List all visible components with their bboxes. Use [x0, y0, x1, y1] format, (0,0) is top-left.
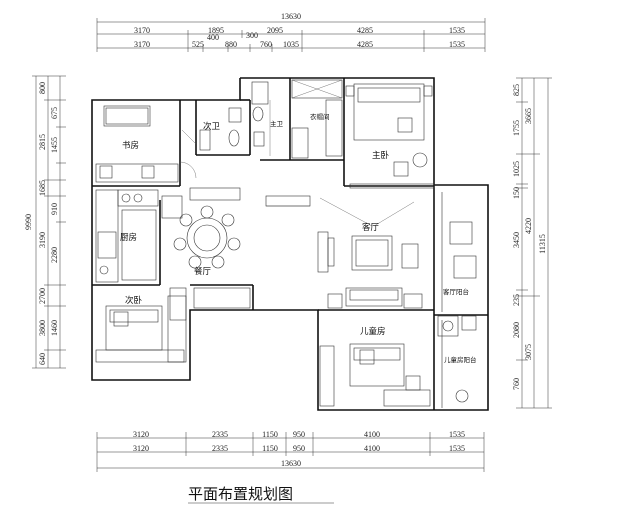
- dim-right-3: 1025: [512, 161, 521, 177]
- dim-bottom2-4: 950: [293, 444, 305, 453]
- label-second-bath: 次卫: [203, 121, 221, 132]
- dim-right-outer-3: 3075: [524, 344, 533, 360]
- dim-right-8: 760: [512, 378, 521, 390]
- dim-left-inner-1: 675: [50, 107, 59, 119]
- dim-left-inner-3: 910: [50, 203, 59, 215]
- kitchen: [95, 189, 183, 283]
- dim-left-7: 640: [38, 353, 47, 365]
- study: [95, 105, 197, 183]
- dim-bottom2-1: 3120: [133, 444, 149, 453]
- dim-top2-2: 525: [192, 40, 204, 49]
- dim-left-3: 1685: [38, 180, 47, 196]
- dim-bottom-2: 2335: [212, 430, 228, 439]
- living-room: [265, 195, 423, 309]
- dim-bottom-5: 4100: [364, 430, 380, 439]
- dim-bottom2-2: 2335: [212, 444, 228, 453]
- dim-right-overall: 11315: [538, 234, 547, 254]
- dim-bottom-3: 1150: [262, 430, 278, 439]
- dim-left-overall: 9990: [24, 214, 33, 230]
- dim-top2-3: 880: [225, 40, 237, 49]
- dim-bottom-6: 1535: [449, 430, 465, 439]
- label-study: 书房: [122, 140, 139, 151]
- dim-top2-7: 1535: [449, 40, 465, 49]
- dim-right-4: 150: [512, 187, 521, 199]
- top-dimensions: 13630 3170 1895 2095 4285 1535 400 300 3…: [96, 12, 486, 52]
- dim-top-3: 2095: [267, 26, 283, 35]
- dim-top-4: 4285: [357, 26, 373, 35]
- label-closet: 衣帽间: [310, 112, 330, 121]
- dim-right-6: 235: [512, 294, 521, 306]
- label-kitchen: 厨房: [120, 232, 137, 243]
- dim-top2-4: 760: [260, 40, 272, 49]
- label-kids-balcony: 儿童房阳台: [444, 355, 477, 364]
- label-dining: 餐厅: [194, 267, 212, 277]
- dim-bottom2-6: 1535: [449, 444, 465, 453]
- dim-left-inner-5: 1460: [50, 320, 59, 336]
- bottom-dimensions: 3120 2335 1150 950 4100 1535 3120 2335 1…: [96, 430, 485, 472]
- kids-room: [319, 343, 431, 407]
- dim-bottom-1: 3120: [133, 430, 149, 439]
- second-bathroom: [181, 107, 242, 151]
- label-master-bath: 主卫: [270, 119, 284, 128]
- right-dimensions: 825 1755 1025 150 3450 235 2080 760 3665…: [512, 77, 552, 409]
- dim-left-6: 3800: [38, 320, 47, 336]
- living-balcony: [437, 192, 477, 337]
- label-living: 客厅: [362, 222, 380, 233]
- interior-walls: [92, 78, 488, 316]
- dim-top-5: 1535: [449, 26, 465, 35]
- dim-top-2: 1895: [208, 26, 224, 35]
- dim-left-inner-2: 1455: [50, 137, 59, 153]
- dim-top2-1: 3170: [134, 40, 150, 49]
- label-living-balcony: 客厅阳台: [443, 287, 469, 296]
- label-kids-room: 儿童房: [360, 326, 386, 337]
- label-second-bed: 次卧: [125, 295, 143, 306]
- dim-top-extra-2: 300: [246, 31, 258, 40]
- dim-left-2: 2815: [38, 134, 47, 150]
- dim-top-1: 3170: [134, 26, 150, 35]
- dim-top-overall: 13630: [281, 12, 301, 21]
- second-bedroom: [95, 295, 187, 363]
- master-bedroom: [345, 83, 435, 189]
- left-dimensions: 9990 800 2815 1685 3190 2700 3800 640 67…: [24, 75, 66, 369]
- dim-top2-6: 4285: [357, 40, 373, 49]
- kids-balcony: [441, 320, 469, 408]
- dim-right-2: 1755: [512, 120, 521, 136]
- master-bathroom: [251, 81, 271, 156]
- dim-right-outer-2: 4220: [524, 218, 533, 234]
- label-master-bed: 主卧: [372, 150, 390, 161]
- room-labels: 书房 次卫 主卫 衣帽间 主卧 厨房 餐厅 客厅 客厅阳台 次卧 儿童房 儿童房…: [120, 112, 477, 364]
- dim-top2-5: 1035: [283, 40, 299, 49]
- plan-title: 平面布置规划图: [188, 485, 293, 503]
- dim-left-inner-4: 2280: [50, 247, 59, 263]
- dining: [169, 187, 251, 321]
- dim-left-5: 2700: [38, 288, 47, 304]
- closet: [291, 79, 343, 159]
- dim-right-7: 2080: [512, 322, 521, 338]
- dim-right-5: 3450: [512, 232, 521, 248]
- dim-left-1: 800: [38, 82, 47, 94]
- dim-bottom2-5: 4100: [364, 444, 380, 453]
- dim-left-4: 3190: [38, 232, 47, 248]
- dim-bottom-overall: 13630: [281, 459, 301, 468]
- dim-right-1: 825: [512, 84, 521, 96]
- dim-bottom2-3: 1150: [262, 444, 278, 453]
- dim-bottom-4: 950: [293, 430, 305, 439]
- dim-right-outer-1: 3665: [524, 108, 533, 124]
- dim-top-extra-1: 400: [207, 33, 219, 42]
